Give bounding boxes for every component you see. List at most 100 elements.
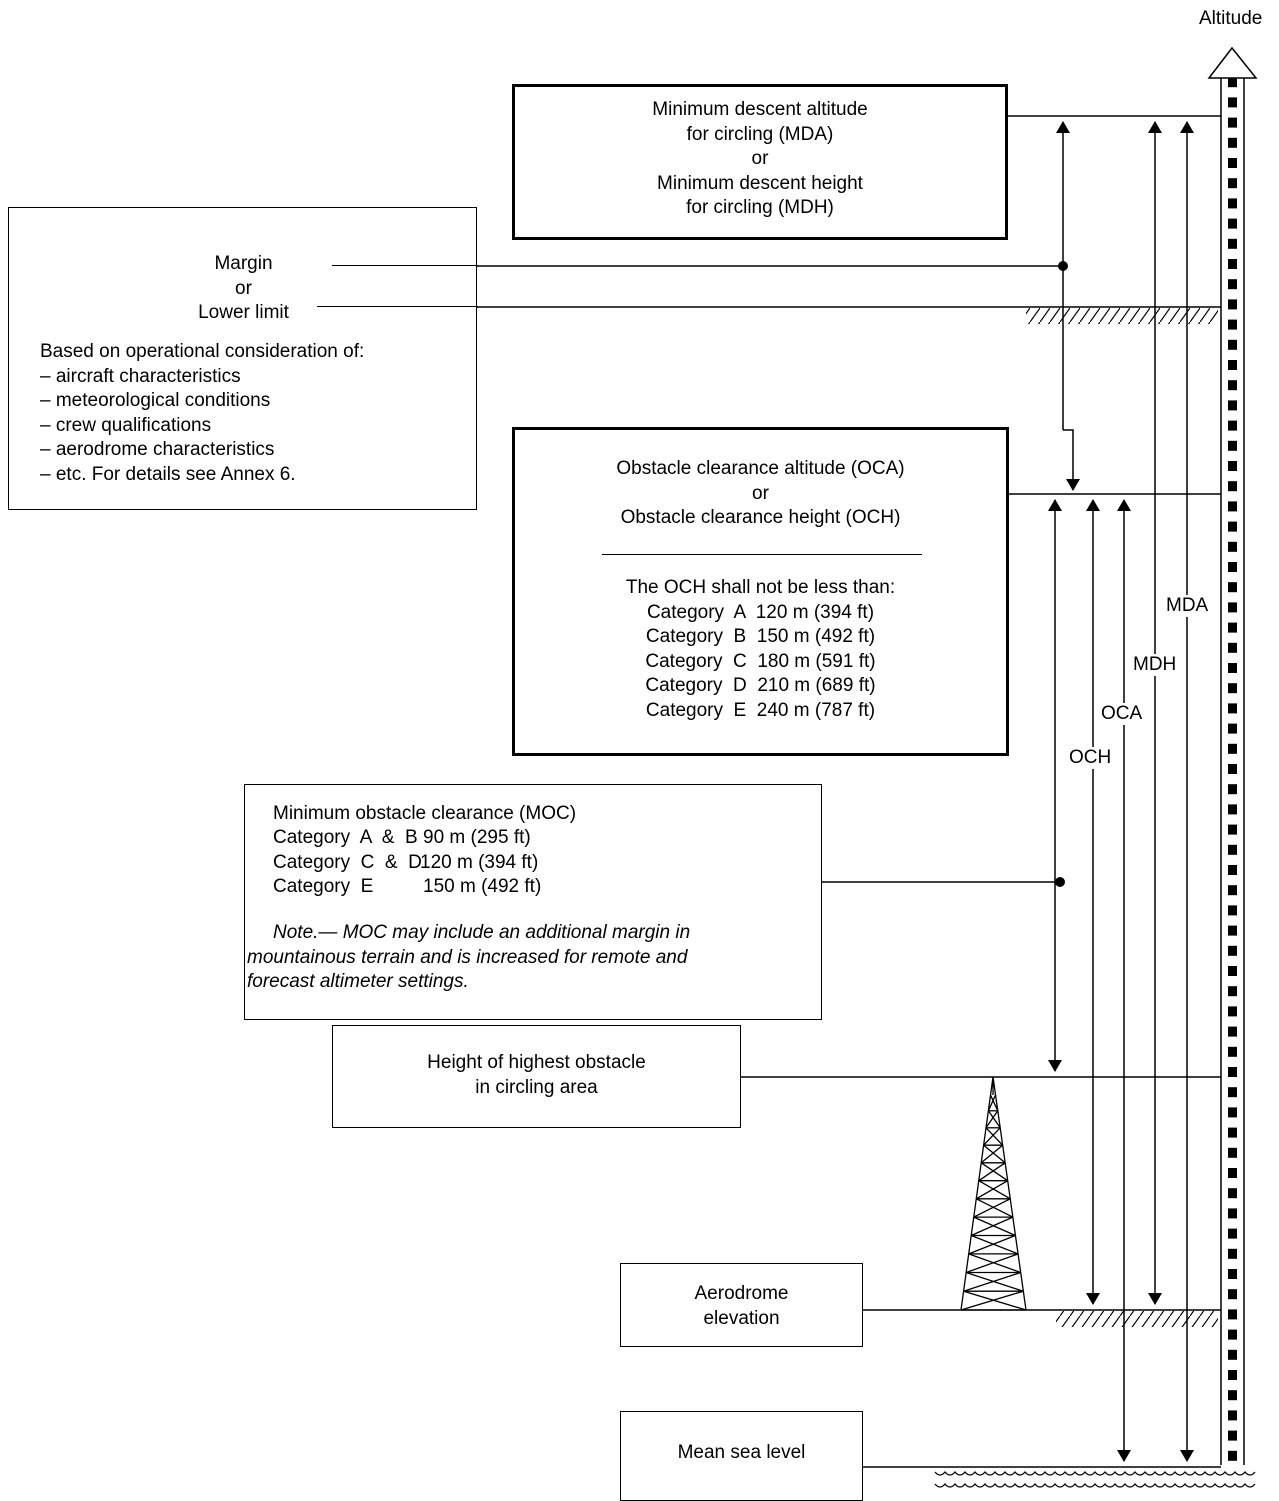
scale-tick (1228, 804, 1237, 815)
scale-tick (1228, 925, 1237, 936)
scale-tick (1228, 1188, 1237, 1199)
oca-line-2: or (752, 482, 769, 504)
tower-obstacle (960, 1076, 1027, 1311)
mda-line-2: for circling (MDA) (686, 123, 834, 145)
scale-tick (1228, 1026, 1237, 1037)
margin-head: Margin or Lower limit (9, 252, 478, 326)
mean-sea-level-box: Mean sea level (620, 1411, 863, 1501)
altitude-arrow-head (1207, 46, 1258, 79)
scale-tick (1228, 1248, 1237, 1259)
scale-tick (1228, 1168, 1237, 1178)
scale-tick (1228, 137, 1237, 148)
criteria-item: – aerodrome characteristics (40, 439, 275, 460)
scale-tick (1228, 1349, 1237, 1360)
scale-tick (1228, 1127, 1237, 1138)
tower-strut (968, 1253, 1021, 1274)
scale-tick (1228, 1430, 1237, 1441)
highest-obstacle-box: Height of highest obstacle in circling a… (332, 1025, 741, 1128)
scale-tick (1228, 1087, 1237, 1098)
scale-tick (1228, 339, 1237, 350)
moc-note: Note.— MOC may include an additional mar… (245, 921, 690, 995)
scale-tick (1228, 622, 1237, 633)
margin-label: Margin (214, 253, 273, 274)
aerodrome-elevation-box: Aerodrome elevation (620, 1263, 863, 1347)
scale-tick (1228, 319, 1237, 330)
scale-tick (1228, 642, 1237, 653)
moc-row-category: Category C & D (273, 852, 422, 873)
aerodrome-line-2: elevation (703, 1307, 780, 1329)
tower-strut (987, 1094, 997, 1112)
mda-label: MDA (1166, 595, 1209, 617)
scale-tick (1228, 1370, 1237, 1380)
moc-box: Minimum obstacle clearance (MOC) Categor… (244, 784, 822, 1020)
scale-tick (1228, 1046, 1237, 1057)
moc-row: Category C & D120 m (394 ft) (273, 851, 538, 876)
scale-tick (1228, 784, 1237, 795)
moc-row-value: 150 m (492 ft) (423, 876, 542, 897)
tower-strut (978, 1162, 1006, 1182)
scale-tick (1228, 905, 1237, 916)
scale-tick (1228, 259, 1237, 269)
scale-tick (1228, 541, 1237, 552)
tower-strut (963, 1290, 1027, 1311)
based-on-heading: Based on operational consideration of: (40, 341, 365, 362)
moc-title: Minimum obstacle clearance (MOC) (273, 803, 577, 824)
mda-line-5: for circling (MDH) (686, 197, 834, 218)
scale-tick (1228, 158, 1237, 168)
scale-tick (1228, 420, 1237, 431)
criteria-item: – aircraft characteristics (40, 365, 241, 387)
och-category-row: Category D 210 m (689 ft) (645, 675, 876, 696)
moc-note-line: Note.— MOC may include an additional mar… (273, 922, 691, 943)
tower-strut (983, 1127, 1001, 1146)
margin-arrow (1056, 121, 1080, 491)
moc-row-value: 90 m (295 ft) (423, 827, 531, 848)
scale-tick (1228, 117, 1237, 128)
aerodrome-hatch (1056, 1311, 1218, 1327)
sea-waves (934, 1470, 1256, 1488)
obstacle-line-2: in circling area (475, 1076, 598, 1098)
scale-tick (1228, 562, 1237, 572)
och-minimums: The OCH shall not be less than: Category… (515, 576, 1006, 723)
altitude-scale (1220, 57, 1245, 1465)
margin-dot (1058, 261, 1068, 271)
scale-tick (1228, 865, 1237, 875)
scale-tick (1228, 703, 1237, 714)
criteria-item: – crew qualifications (40, 414, 212, 436)
criteria-item: – etc. For details see Annex 6. (40, 463, 296, 485)
scale-tick (1228, 1107, 1237, 1118)
highest-obstacle-text: Height of highest obstacle in circling a… (333, 1051, 740, 1100)
scale-tick (1228, 945, 1237, 956)
tower-strut (985, 1110, 999, 1129)
scale-tick (1228, 723, 1237, 734)
margin-or: or (235, 277, 252, 299)
lower-limit-leader (317, 306, 478, 307)
oca-och-box: Obstacle clearance altitude (OCA) or Obs… (512, 427, 1009, 756)
tower-strut (968, 1234, 1016, 1255)
scale-tick (1228, 663, 1237, 673)
mda-line-4: Minimum descent height (657, 172, 863, 194)
altitude-label: Altitude (1199, 8, 1263, 29)
mda-line-1: Minimum descent altitude (652, 99, 868, 120)
aerodrome-line-1: Aerodrome (694, 1283, 789, 1304)
scale-tick (1228, 521, 1237, 532)
scale-tick (1228, 279, 1237, 290)
moc-row-category: Category A & B (273, 827, 418, 848)
mean-sea-level-label: Mean sea level (677, 1442, 806, 1463)
scale-tick (1228, 218, 1237, 229)
tower-strut (987, 1110, 1001, 1129)
scale-tick (1228, 360, 1237, 370)
och-category-row: Category E 240 m (787 ft) (645, 699, 876, 721)
scale-tick (1228, 1067, 1237, 1077)
scale-tick (1228, 380, 1237, 391)
tower-strut (965, 1253, 1019, 1274)
criteria-item: – meteorological conditions (40, 390, 271, 411)
tower-strut (976, 1198, 1014, 1218)
tower-strut (975, 1180, 1009, 1200)
scale-tick (1228, 440, 1237, 451)
scale-tick (1228, 582, 1237, 593)
oca-line-1: Obstacle clearance altitude (OCA) (616, 458, 905, 479)
scale-tick (1228, 97, 1237, 108)
tower-strut (973, 1216, 1016, 1237)
scale-tick (1228, 1208, 1237, 1219)
